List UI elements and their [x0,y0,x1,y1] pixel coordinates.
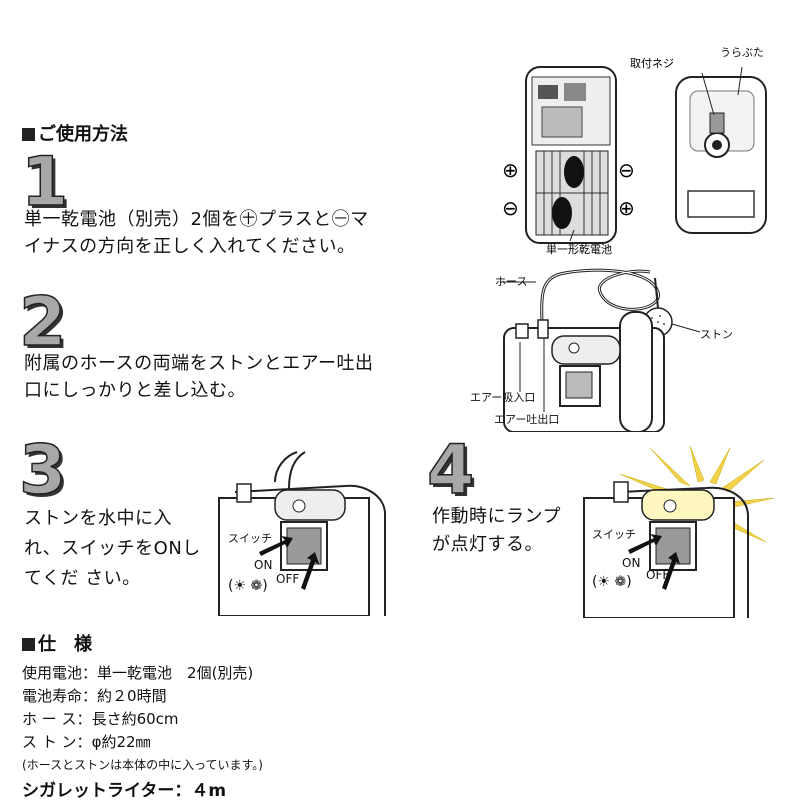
svg-text:1: 1 [21,150,68,216]
spec-note: (ホースとストンは本体の中に入っています。) [22,758,263,772]
step-3-text: ストンを水中に入 れ、スイッチをONし てくだ さい。 [24,508,201,589]
off-label: OFF [646,568,670,582]
light-rays-icon [605,446,775,543]
air-intake-port [515,323,529,339]
screw-label: 取付ネジ [630,57,674,70]
svg-text:4: 4 [427,438,474,504]
intake-label: エアー吸入口 [470,391,536,404]
step-4-text: 作動時にランプ が点灯する。 [432,506,561,555]
step-2-text: 附属のホースの両端をストンとエアー吐出 口にしっかりと差し込む。 [24,353,374,401]
step-number-2: 2 2 [18,290,69,356]
arrow-on-icon [259,536,293,556]
stone-label: ストン [700,328,733,341]
svg-text:4: 4 [430,438,477,504]
outlet-label: エアー吐出口 [494,413,560,426]
svg-text:3: 3 [22,438,69,504]
switch-label: スイッチ [592,528,636,541]
lamp [641,489,715,521]
step-number-4: 4 4 [426,438,477,504]
step-number-3: 3 3 [18,438,69,504]
minus-symbol: ⊖ [618,158,635,182]
svg-text:2: 2 [22,290,69,356]
switch-label: スイッチ [228,532,272,545]
on-label: ON [254,558,273,572]
battery-figure: ⊕ ⊖ ⊖ ⊕ 単一形乾電池 取付ネジ [502,57,767,255]
step-number-1: 1 1 [20,150,71,216]
usage-heading: ご使用方法 [22,120,128,146]
switch-figure-off [218,451,386,616]
spec-row: 電池寿命：約２0時間 [22,687,167,705]
mode-icons: (☀ ❁) [228,578,268,594]
specs-list: 使用電池：単一乾電池 2個(別売) 電池寿命：約２0時間 ホ ー ス：長さ約60… [22,662,263,805]
mode-icons: (☀ ❁) [592,574,632,590]
arrow-off-icon [301,552,319,590]
svg-text:2: 2 [19,290,66,356]
plus-symbol: ⊕ [502,158,519,182]
lamp-figure [583,446,775,618]
air-outlet-port [537,319,549,339]
battery-1 [564,156,584,188]
cover-label: うらぶた [720,46,764,59]
on-label: ON [622,556,641,570]
plus-symbol: ⊕ [618,196,635,220]
hose-figure [500,268,701,432]
off-label: OFF [276,572,300,586]
svg-text:3: 3 [19,438,66,504]
minus-symbol: ⊖ [502,196,519,220]
heading-square-icon [22,638,35,651]
heading-square-icon [22,128,35,141]
battery-2 [552,197,572,229]
spec-row: 使用電池：単一乾電池 2個(別売) [22,664,254,682]
specs-heading: 仕 様 [22,630,92,656]
cigarette-spec: シガレットライター：４m [22,781,227,801]
svg-text:1: 1 [24,150,71,216]
arrow-off-icon [662,552,680,590]
hose-label: ホース [495,275,528,288]
step-1-text: 単一乾電池（別売）2個を㊉プラスと㊀マ イナスの方向を正しく入れてください。 [24,209,369,257]
arrow-on-icon [628,534,662,554]
spec-row: ス ト ン：φ約22㎜ [22,733,151,751]
spec-row: ホ ー ス：長さ約60cm [22,710,179,728]
battery-label: 単一形乾電池 [546,242,612,255]
